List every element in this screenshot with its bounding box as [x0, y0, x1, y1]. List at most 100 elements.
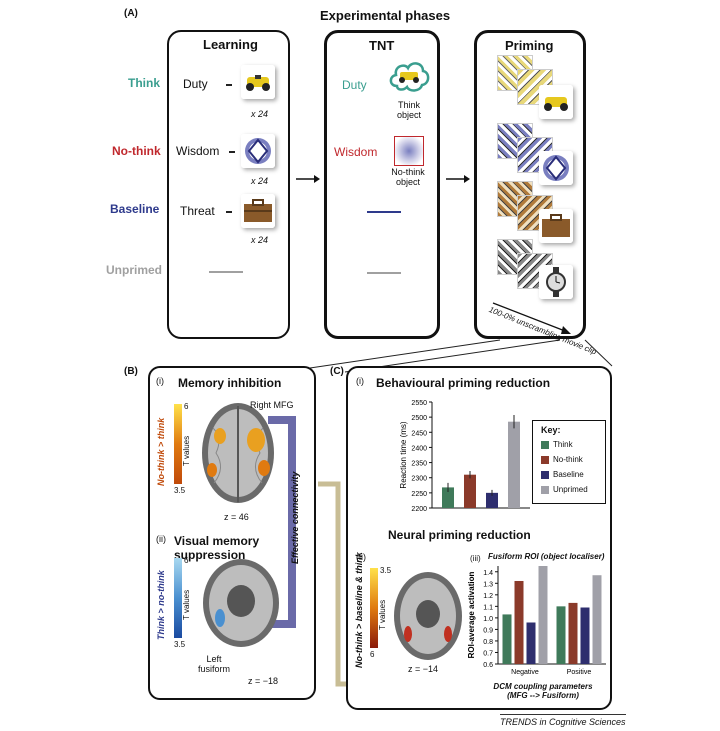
- legend-item: Baseline: [553, 470, 584, 479]
- b-ii-title: Visual memory suppression: [174, 534, 260, 562]
- bar: [502, 614, 512, 664]
- b-ii-label: (ii): [156, 534, 166, 544]
- c-iii-title: Fusiform ROI (object localiser): [488, 552, 605, 561]
- label-unprimed: Unprimed: [106, 263, 163, 277]
- legend-swatch: [541, 471, 549, 479]
- c-iii-label: (iii): [470, 554, 481, 563]
- c-ii-slice: z = −14: [408, 664, 439, 674]
- tnt-nothink-word: Wisdom: [334, 145, 378, 159]
- arrow-icon: [296, 175, 320, 183]
- colorbar-cool: [174, 558, 182, 638]
- panel-label-b: (B): [124, 366, 138, 377]
- y-tick-label: 2450: [411, 430, 427, 437]
- watch-image: [539, 265, 573, 299]
- b-i-label: (i): [156, 376, 164, 386]
- y-tick-label: 0.8: [483, 639, 493, 646]
- bar: [556, 606, 566, 664]
- panel-c: (i) Behavioural priming reduction 2200 22…: [346, 366, 612, 710]
- y-tick-label: 1.2: [483, 593, 493, 600]
- c-ii-title: Neural priming reduction: [388, 528, 531, 542]
- x-tick-label: Positive: [567, 669, 592, 676]
- y-tick-label: 2400: [411, 445, 427, 452]
- learning-reps-2: x 24: [251, 176, 269, 186]
- learning-title: Learning: [203, 37, 258, 52]
- legend-swatch: [541, 486, 549, 494]
- y-tick-label: 2300: [411, 476, 427, 483]
- c-ii-contrast: No-think > baseline & think: [354, 552, 364, 668]
- legend-swatch: [541, 456, 549, 464]
- colorbar-max: 6: [184, 402, 189, 411]
- rt-chart: 22002250230023502400245025002550Reaction…: [399, 400, 530, 513]
- bar: [526, 622, 536, 664]
- y-tick-label: 2350: [411, 461, 427, 468]
- legend-item: Unprimed: [553, 485, 588, 494]
- thought-cloud-icon: [389, 62, 430, 92]
- y-tick-label: 1.1: [483, 604, 493, 611]
- figure-title: Experimental phases: [320, 8, 451, 23]
- baseline-line: [367, 211, 401, 213]
- colorbar-min: 3.5: [174, 486, 186, 495]
- x-tick-label: Negative: [511, 669, 539, 676]
- colorbar-red: [370, 568, 378, 648]
- bar: [538, 566, 548, 664]
- y-tick-label: 0.9: [483, 627, 493, 634]
- binoculars-image: [539, 85, 573, 119]
- bar: [442, 487, 454, 508]
- connectivity-bracket: [268, 416, 296, 628]
- y-tick-label: 2500: [411, 415, 427, 422]
- chart-legend: Key: Think No-think Baseline Unprimed: [532, 420, 606, 504]
- ornament-image: [241, 134, 275, 168]
- legend-item: No-think: [553, 455, 583, 464]
- priming-panel: Priming 100-0% unscrambling movie clip: [474, 30, 598, 356]
- b-ii-slice: z = −18: [248, 676, 279, 686]
- b-i-slice: z = 46: [224, 512, 249, 522]
- b-i-region: Right MFG: [250, 400, 294, 410]
- brain-ventral-image: [203, 559, 279, 647]
- roi-xlabel: DCM coupling parameters (MFG --> Fusifor…: [493, 682, 593, 700]
- bar: [592, 575, 602, 664]
- brain-ventral-image: [394, 572, 462, 660]
- c-i-title: Behavioural priming reduction: [376, 376, 551, 390]
- learning-reps-1: x 24: [251, 109, 269, 119]
- tnt-panel: TNT Duty Think object Wisdom No-think ob…: [324, 30, 440, 339]
- y-tick-label: 2550: [411, 400, 427, 407]
- y-tick-label: 2200: [411, 506, 427, 513]
- label-nothink: No-think: [112, 144, 161, 158]
- movie-arrow-icon: [492, 302, 571, 334]
- b-i-title: Memory inhibition: [178, 376, 282, 390]
- y-tick-label: 1.4: [483, 570, 493, 577]
- label-baseline: Baseline: [110, 202, 160, 216]
- legend-item: Think: [553, 440, 573, 449]
- bar: [486, 492, 498, 508]
- arrow-icon: [446, 175, 470, 183]
- binoculars-image: [241, 65, 275, 99]
- learning-word-3: Threat: [180, 204, 215, 218]
- learning-word-2: Wisdom: [176, 144, 220, 158]
- c-i-label: (i): [356, 376, 364, 386]
- y-tick-label: 2250: [411, 491, 427, 498]
- panel-label-a: (A): [124, 8, 138, 19]
- learning-reps-3: x 24: [251, 235, 269, 245]
- tnt-nothink-caption: No-think object: [391, 167, 425, 187]
- tnt-think-caption: Think object: [396, 100, 422, 120]
- legend-title: Key:: [541, 425, 561, 435]
- panel-label-c: (C): [330, 366, 344, 377]
- panel-b: (i) Memory inhibition 6 3.5 T values No-…: [148, 366, 316, 700]
- ornament-image: [539, 151, 573, 185]
- y-axis-label: ROI-average activation: [467, 572, 476, 659]
- suitcase-image: [241, 194, 275, 228]
- bar: [514, 580, 524, 664]
- suitcase-image: [539, 209, 573, 243]
- c-ii-label: (ii): [356, 552, 366, 562]
- tnt-title: TNT: [369, 38, 395, 53]
- colorbar-max: 6: [184, 556, 189, 565]
- unprimed-line-tnt: [367, 272, 401, 274]
- bar: [508, 421, 520, 508]
- footer-credit: TRENDS in Cognitive Sciences: [500, 714, 626, 727]
- y-tick-label: 0.7: [483, 650, 493, 657]
- b-ii-region: Left fusiform: [197, 654, 230, 674]
- blurred-object-image: [394, 136, 424, 166]
- colorbar-max: 3.5: [380, 566, 392, 575]
- bar: [568, 602, 578, 664]
